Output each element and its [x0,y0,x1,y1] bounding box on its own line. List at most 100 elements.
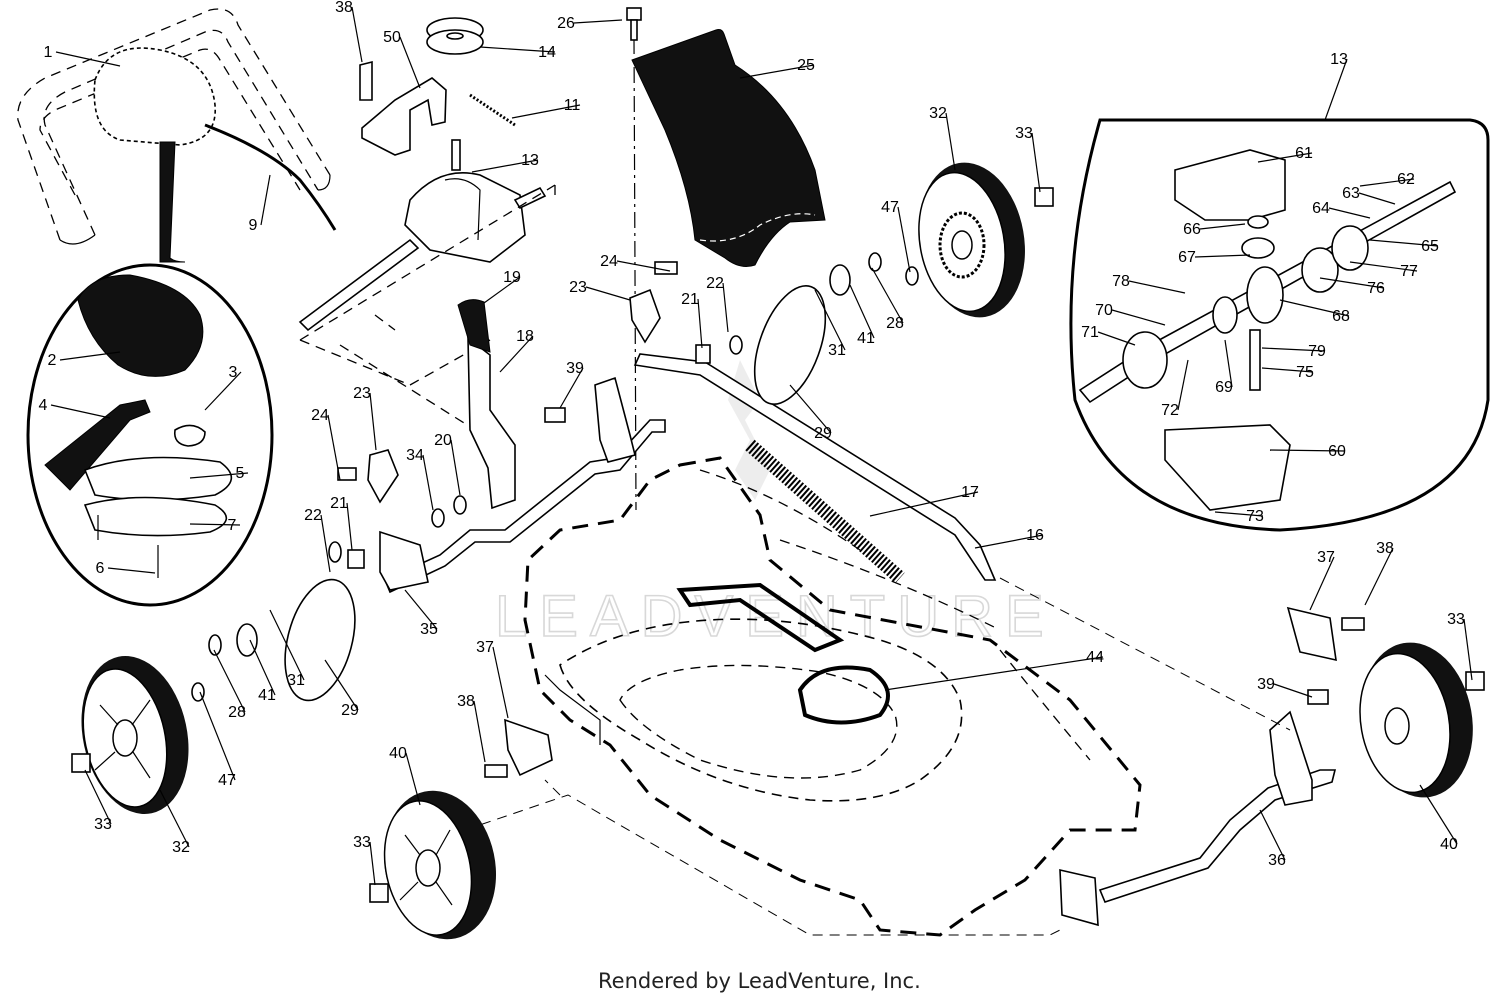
callout-leader-c35 [404,589,438,630]
callout-leader-c62 [1359,178,1415,187]
callout-leader-c76 [1319,277,1385,289]
callout-label-c33d: 33 [1447,611,1465,628]
callout-leader-c61 [1257,152,1313,163]
callout-label-c37b: 37 [1317,549,1335,566]
cable-part [204,123,337,231]
callout-leader-c40b [1419,784,1458,845]
callout-leader-c9 [260,174,271,226]
callout-leader-c31b [814,289,846,351]
callout-leader-c38c [1364,547,1394,606]
callout-leader-c29b [789,384,832,434]
callout-leader-c47b [897,206,911,273]
callout-label-c37a: 37 [476,639,494,656]
wheel-rear-right [1359,642,1473,798]
detail-circle-left [26,141,274,607]
callout-leader-c70 [1111,309,1166,326]
callout-leader-c22a [320,514,331,573]
callout-label-c71: 71 [1081,324,1099,341]
callout-leader-c65 [1369,239,1439,247]
callout-label-c29b: 29 [814,425,832,442]
callout-label-c17: 17 [961,484,979,501]
callout-label-c1: 1 [44,44,53,61]
callout-leader-c41a [249,639,276,696]
callout-label-c24a: 24 [311,407,329,424]
callout-label-c29a: 29 [341,702,359,719]
callout-leader-c20 [450,439,461,496]
callout-label-c28a: 28 [228,704,246,721]
callout-label-c4: 4 [39,397,48,414]
callout-label-c32b: 32 [929,105,947,122]
callout-leader-c17 [869,491,979,517]
callout-layer: 1234567911131314161718192021212222232324… [39,0,1473,886]
callout-leader-c73 [1214,511,1264,517]
callout-label-c21b: 21 [681,291,699,308]
callout-label-c64: 64 [1312,200,1330,217]
dust-cover-right [753,285,827,405]
front-axle-rod [383,419,666,594]
callout-leader-c23b [585,286,631,301]
callout-label-c23b: 23 [569,279,587,296]
front-bracket [379,530,429,591]
callout-label-c25: 25 [797,57,815,74]
callout-label-c18: 18 [516,328,534,345]
center-line [633,37,637,511]
callout-label-c44: 44 [1086,649,1104,666]
callout-leader-c26 [573,19,623,24]
callout-label-c69: 69 [1215,379,1233,396]
callout-leader-c50 [399,36,421,89]
callout-leader-c4 [50,404,111,419]
callout-leader-c11 [511,104,581,119]
callout-label-c31b: 31 [828,342,846,359]
callout-label-c11: 11 [564,97,581,114]
spring-part [745,439,905,584]
callout-label-c9: 9 [249,217,258,234]
callout-label-c50: 50 [383,29,401,46]
callout-label-c32a: 32 [172,839,190,856]
transmission-assembly [298,17,547,332]
callout-label-c23a: 23 [353,385,371,402]
callout-label-c73: 73 [1246,508,1264,525]
discharge-chute [631,29,826,267]
callout-leader-c21b [697,298,703,349]
callout-leader-c77 [1349,261,1418,272]
callout-leader-c1 [55,51,121,67]
callout-leader-c33c [369,841,376,886]
callout-leader-c39b [1273,683,1313,698]
callout-label-c66: 66 [1183,221,1201,238]
callout-leader-c19 [483,276,521,304]
callout-leader-c7 [189,523,241,526]
callout-label-c24b: 24 [600,253,618,270]
callout-label-c41b: 41 [857,330,875,347]
callout-leader-c67 [1194,254,1251,258]
callout-label-c77: 77 [1400,263,1418,280]
callout-label-c22b: 22 [706,275,724,292]
rear-bracket-left [1059,868,1099,927]
callout-label-c70: 70 [1095,302,1113,319]
wheel-front-right [383,790,497,940]
transmission-frame-dashed [299,184,556,456]
callout-leader-c32a [159,789,190,848]
rod-part [633,353,997,581]
callout-leader-c37a [492,646,509,719]
callout-label-c5: 5 [236,465,245,482]
callout-leader-c40a [405,752,421,806]
wheel-front-left [81,656,189,814]
callout-label-c33c: 33 [353,834,371,851]
callout-leader-c2 [59,351,121,361]
callout-label-c38a: 38 [335,0,353,16]
callout-label-c7: 7 [228,517,237,534]
callout-label-c31a: 31 [287,672,305,689]
footer-credit: Rendered by LeadVenture, Inc. [598,969,921,993]
callout-leader-c41b [849,284,875,339]
callout-label-c65: 65 [1421,238,1439,255]
callout-leader-c64 [1328,207,1371,219]
callout-leader-c33b [1031,132,1041,193]
callout-label-c19: 19 [503,269,521,286]
callout-label-c47a: 47 [218,772,236,789]
callout-leader-c63 [1358,192,1396,205]
callout-label-c6: 6 [96,560,105,577]
callout-leader-c14 [479,46,556,53]
callout-leader-c16 [974,534,1044,549]
callout-leader-c28a [213,649,246,713]
rear-bracket-right [1269,710,1313,806]
